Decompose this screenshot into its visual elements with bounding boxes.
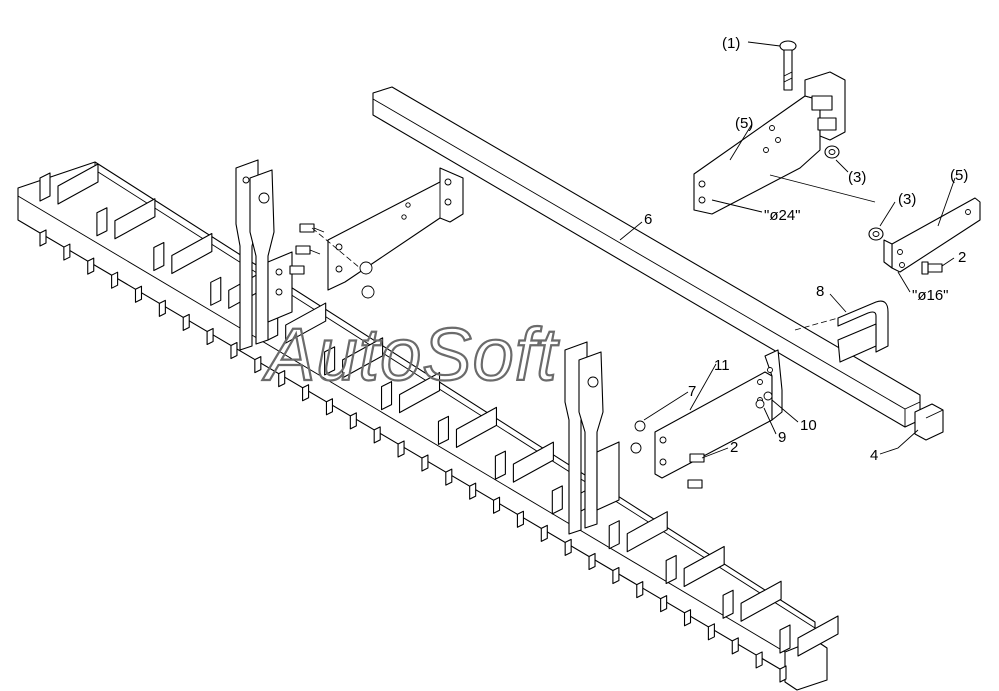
callout-dia-16: "ø16" [912, 287, 949, 304]
tooth [397, 440, 405, 458]
callout-9: 9 [778, 429, 786, 446]
callout-8: 8 [816, 283, 824, 300]
nut-3-upper [824, 145, 840, 159]
bracket [665, 545, 725, 588]
callout-10: 10 [800, 417, 817, 434]
callout-5-top: (5) [735, 115, 753, 132]
leader-lines [619, 41, 956, 459]
callout-2-right: 2 [958, 249, 966, 266]
tooth [134, 285, 143, 303]
tooth [230, 341, 238, 360]
u-bolt-8 [794, 300, 889, 363]
fasteners-right [630, 391, 773, 489]
tooth [63, 243, 71, 261]
callout-11: 11 [714, 357, 730, 374]
nut-3-right [868, 227, 884, 241]
tooth [39, 229, 47, 247]
bolt-2-right [921, 261, 943, 275]
end-cap-4 [914, 403, 944, 441]
bracket [779, 615, 839, 657]
tooth [636, 581, 644, 599]
callout-3-mid: (3) [848, 169, 866, 186]
callout-dia-24: "ø24" [764, 207, 801, 224]
tooth [302, 384, 310, 402]
tooth [612, 566, 620, 585]
callout-7: 7 [688, 383, 696, 400]
tooth [206, 327, 214, 346]
tooth [111, 271, 119, 289]
tooth [421, 454, 429, 472]
tooth [588, 552, 596, 571]
tooth [731, 637, 739, 655]
bracket [437, 406, 498, 448]
tooth [373, 426, 381, 444]
tooth [254, 356, 262, 374]
tooth [469, 482, 477, 500]
bracket [722, 580, 782, 622]
tooth [516, 510, 524, 528]
tooth [540, 524, 548, 542]
tooth [278, 370, 286, 388]
tooth [325, 398, 334, 416]
callout-5-right: (5) [950, 167, 968, 184]
tooth [349, 412, 357, 430]
tooth [779, 665, 787, 683]
tooth [755, 651, 763, 669]
hitch-bracket-left [235, 159, 293, 351]
callout-1: (1) [722, 35, 740, 52]
bracket [608, 511, 668, 553]
bracket [494, 441, 554, 483]
bracket [324, 337, 384, 379]
hitch-bracket-center [564, 341, 620, 535]
bolts-left [289, 223, 375, 299]
bracket [39, 163, 99, 205]
bracket [153, 232, 213, 275]
tooth [707, 623, 715, 641]
callout-4: 4 [870, 447, 878, 464]
plate-5-right [883, 197, 981, 273]
bolt-1 [779, 40, 797, 91]
mounting-plate-left [327, 167, 464, 291]
tooth [660, 595, 668, 613]
mounting-plate-11 [654, 349, 783, 479]
watermark-text: AutoSoft [262, 313, 560, 396]
tooth [564, 538, 572, 556]
harrow-teeth [39, 229, 787, 683]
tooth [492, 496, 501, 514]
callout-3-right: (3) [898, 191, 916, 208]
bracket-5-upper [693, 71, 876, 215]
callout-labels: (1) (5) (3) (3) (5) 2 "ø24" "ø16" 6 8 11… [644, 35, 968, 464]
tooth [445, 468, 453, 486]
callout-2-lower: 2 [730, 439, 738, 456]
bracket [96, 198, 156, 240]
tooth [87, 257, 95, 275]
bracket [380, 372, 441, 414]
tooth [182, 313, 190, 331]
tooth [683, 609, 692, 627]
callout-6: 6 [644, 211, 652, 228]
tooth [158, 299, 166, 317]
